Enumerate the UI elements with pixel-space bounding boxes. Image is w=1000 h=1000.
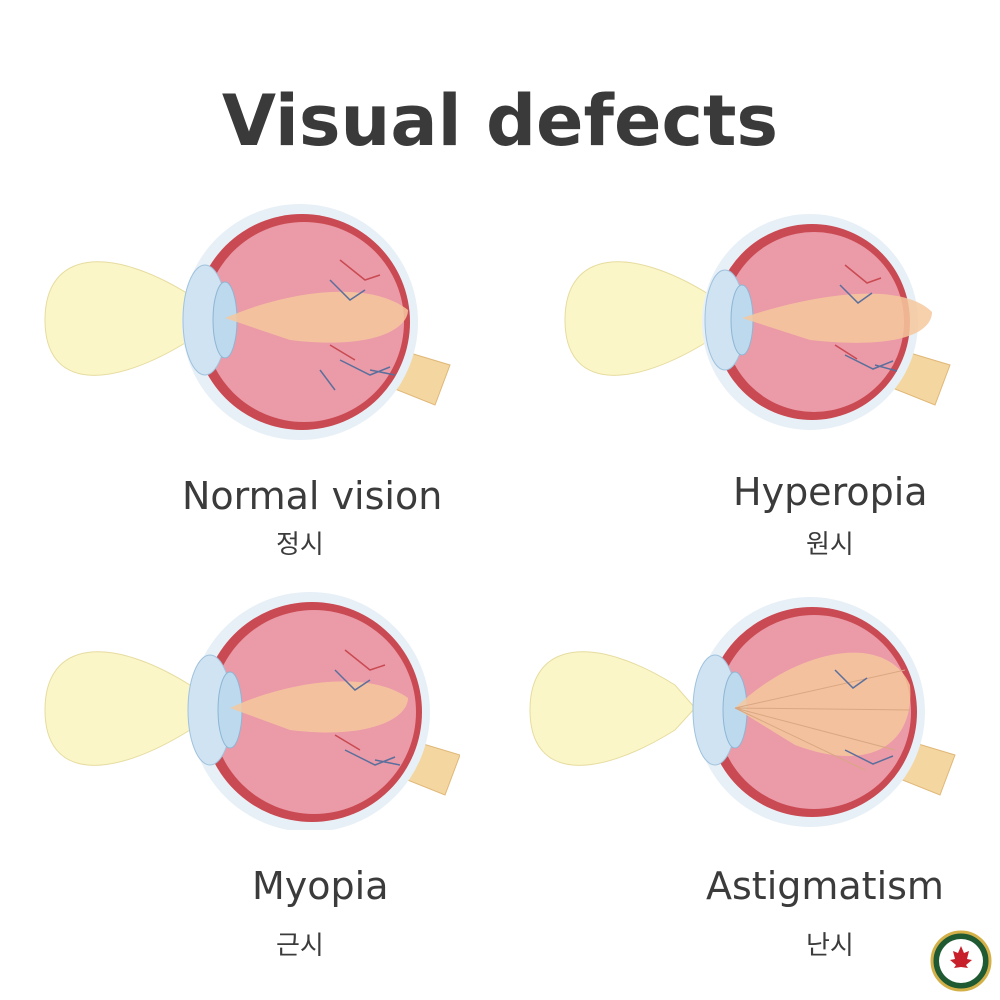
- label-normal-vision: Normal vision: [182, 474, 443, 518]
- light-beam: [529, 651, 696, 766]
- retina-vessels: [319, 279, 396, 391]
- label-astigmatism: Astigmatism: [706, 864, 944, 908]
- scatter-rays: [734, 669, 911, 771]
- page-title: Visual defects: [221, 80, 779, 162]
- eye-diagram-myopia: [44, 592, 460, 830]
- retina-vessels: [839, 284, 898, 372]
- label-hyperopia: Hyperopia: [733, 470, 928, 514]
- eye-diagram-normal: [44, 204, 451, 440]
- label-normal-vision-ko: 정시: [276, 530, 324, 560]
- retina-vessels: [834, 669, 894, 765]
- label-hyperopia-ko: 원시: [806, 530, 854, 560]
- eye-diagram-hyperopia: [564, 214, 951, 430]
- focus-beam: [225, 291, 408, 343]
- label-myopia: Myopia: [252, 864, 389, 908]
- retina-vessels: [334, 669, 401, 766]
- focus-beam: [742, 293, 932, 343]
- logo-badge: [930, 930, 992, 992]
- retina-vessels-red: [329, 259, 381, 361]
- retina-vessels-red: [834, 264, 882, 360]
- retina-vessels-red: [334, 649, 386, 751]
- light-beam: [44, 651, 211, 766]
- maple-leaf-icon: [950, 946, 972, 973]
- label-myopia-ko: 근시: [276, 931, 324, 961]
- label-astigmatism-ko: 난시: [806, 931, 854, 961]
- eye-diagram-astigmatism: [529, 597, 956, 827]
- focus-beam: [230, 681, 408, 733]
